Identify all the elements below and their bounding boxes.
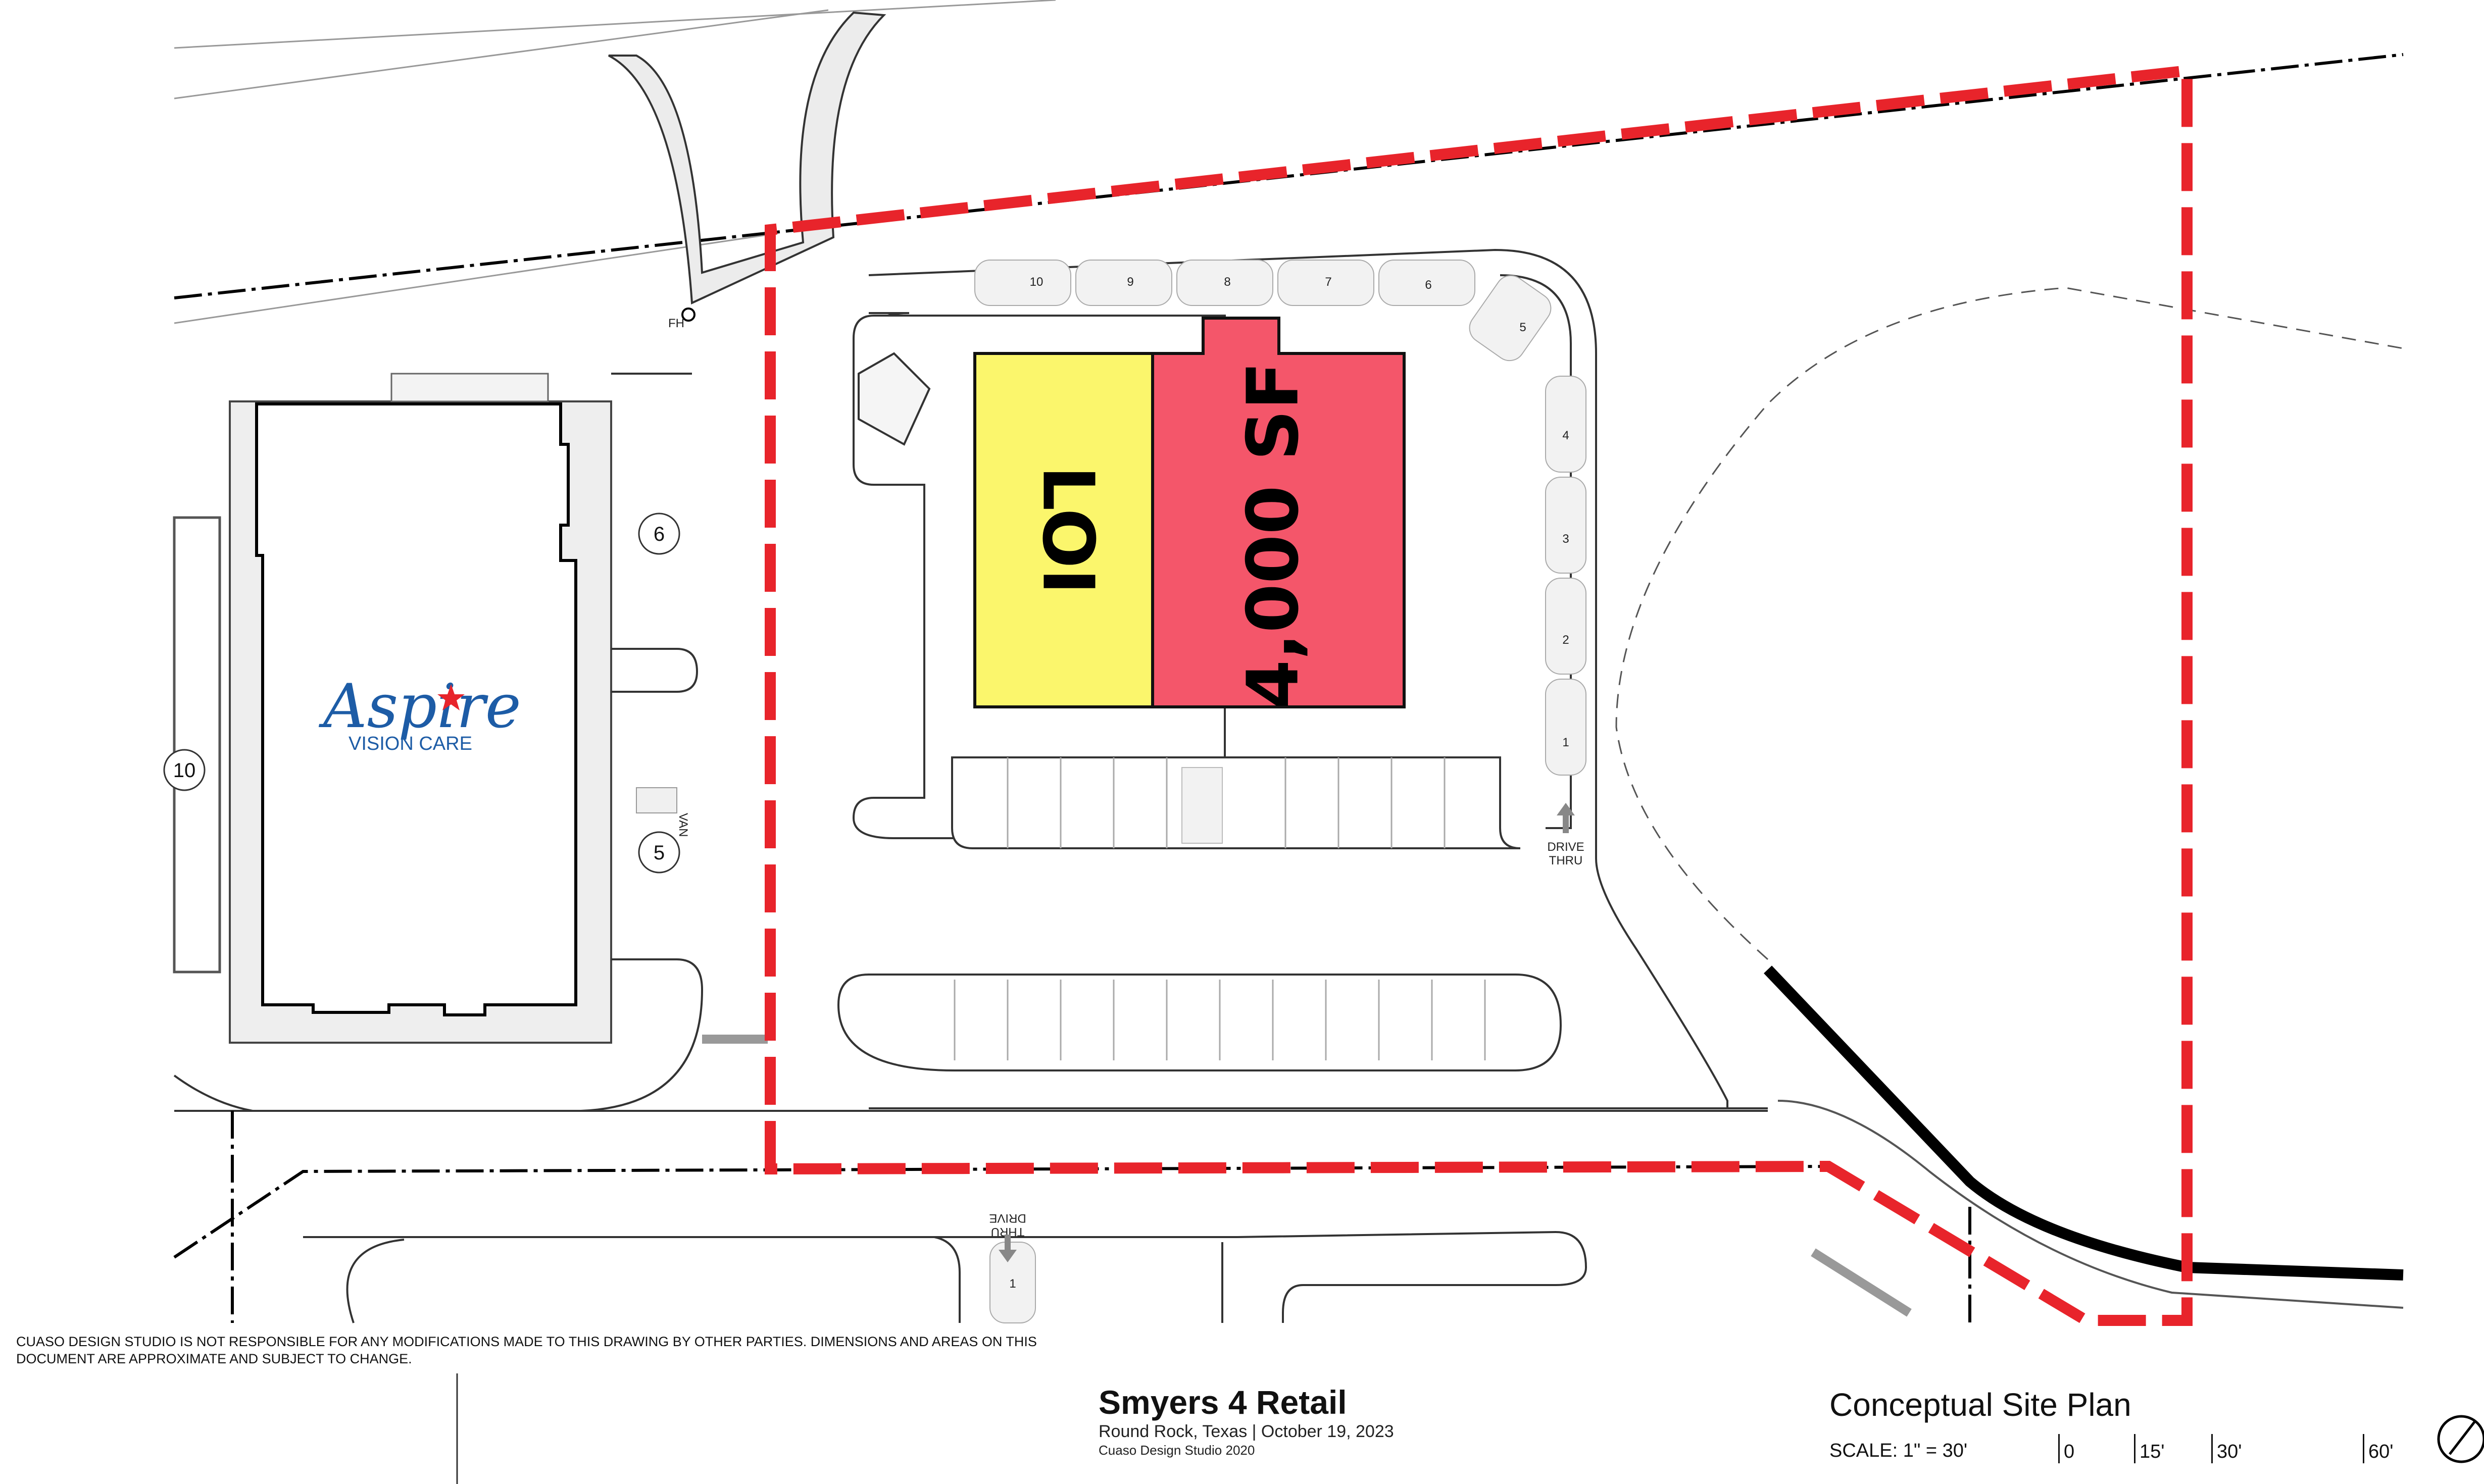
stall-9: 9 [1127,275,1133,289]
accessible-access-aisle [1181,767,1223,844]
project-title: Smyers 4 Retail [1099,1384,1347,1421]
logo-star-icon [437,684,465,710]
building-available [1151,317,1406,708]
gray-marker-south [1811,1248,1912,1317]
drive-thru-south-arrow-icon [999,1235,1017,1262]
stall-1: 1 [1562,736,1569,749]
site-boundary [765,64,2193,1326]
circle-10-label: 10 [173,759,196,782]
building-loi [973,352,1154,708]
north-arrow-needle [2449,1420,2476,1455]
east-heavy-line [1764,965,2404,1281]
scale-tick-0: 0 [2058,1434,2074,1463]
parking-row-middle [951,756,1521,849]
parking-stripes-middle [1007,757,1446,848]
scale-tick-60: 60' [2363,1434,2394,1463]
south-property-line [173,1111,1971,1323]
van-label: VAN [676,813,690,837]
dumpster-enclosure [858,352,931,446]
north-driveway [608,11,886,305]
building-loi-label: LOI [1026,466,1109,594]
drive-aisle-east [1500,274,1572,829]
street-lines [174,0,1056,324]
circle-5 [638,831,680,874]
scale-tick-30: 30' [2211,1434,2242,1463]
stall-4: 4 [1562,429,1569,442]
stall-7: 7 [1325,275,1331,289]
scale-label: SCALE: 1" = 30' [1829,1440,1968,1461]
circle-6 [638,513,680,555]
drive-thru-south-line1: DRIVE [989,1211,1026,1225]
neighbor-logo-word: Aspire [318,672,521,742]
stall-10: 10 [1030,275,1044,289]
south-stall-label: 1 [1009,1277,1016,1291]
project-credit: Cuaso Design Studio 2020 [1099,1443,1255,1458]
drive-thru-arrow-icon [1557,803,1575,833]
parking-island-south [837,974,1562,1071]
van-access-aisle [636,787,677,813]
drive-thru-label-line2: THRU [1549,854,1583,867]
stall-3: 3 [1562,532,1569,546]
parking-row-south [954,980,1486,1060]
neighbor-logo-tag: VISION CARE [349,733,472,754]
stacking-stalls-top [974,260,1552,362]
south-stall [989,1242,1036,1323]
east-dashed-curve [1615,287,2404,960]
property-line-north [174,53,2404,299]
stall-8: 8 [1224,275,1230,289]
building-area-label: 4,000 SF [1232,362,1315,709]
drive-thru-label-line1: DRIVE [1547,840,1584,854]
circle-10 [163,749,206,791]
east-road-edge [1777,1100,2404,1309]
scale-tick-15: 15' [2134,1434,2165,1463]
neighbor-site [173,373,612,1044]
fire-hydrant-label: FH [668,317,684,330]
fire-hydrant-icon [681,308,695,322]
circle-5-label: 5 [654,842,665,864]
stall-5: 5 [1519,321,1526,334]
stacking-stalls-right [1545,376,1586,776]
project-location-date: Round Rock, Texas | October 19, 2023 [1099,1422,1394,1441]
disclaimer-text: CUASO DESIGN STUDIO IS NOT RESPONSIBLE F… [16,1334,1037,1366]
west-drive-aisle [173,373,704,1112]
circle-6-label: 6 [654,523,665,545]
south-street [174,1110,1768,1323]
project-title-block: Smyers 4 Retail Round Rock, Texas | Octo… [1099,1384,1394,1458]
stall-2: 2 [1562,633,1569,647]
sheet-title: Conceptual Site Plan [1829,1387,2131,1423]
stall-6: 6 [1425,278,1431,292]
